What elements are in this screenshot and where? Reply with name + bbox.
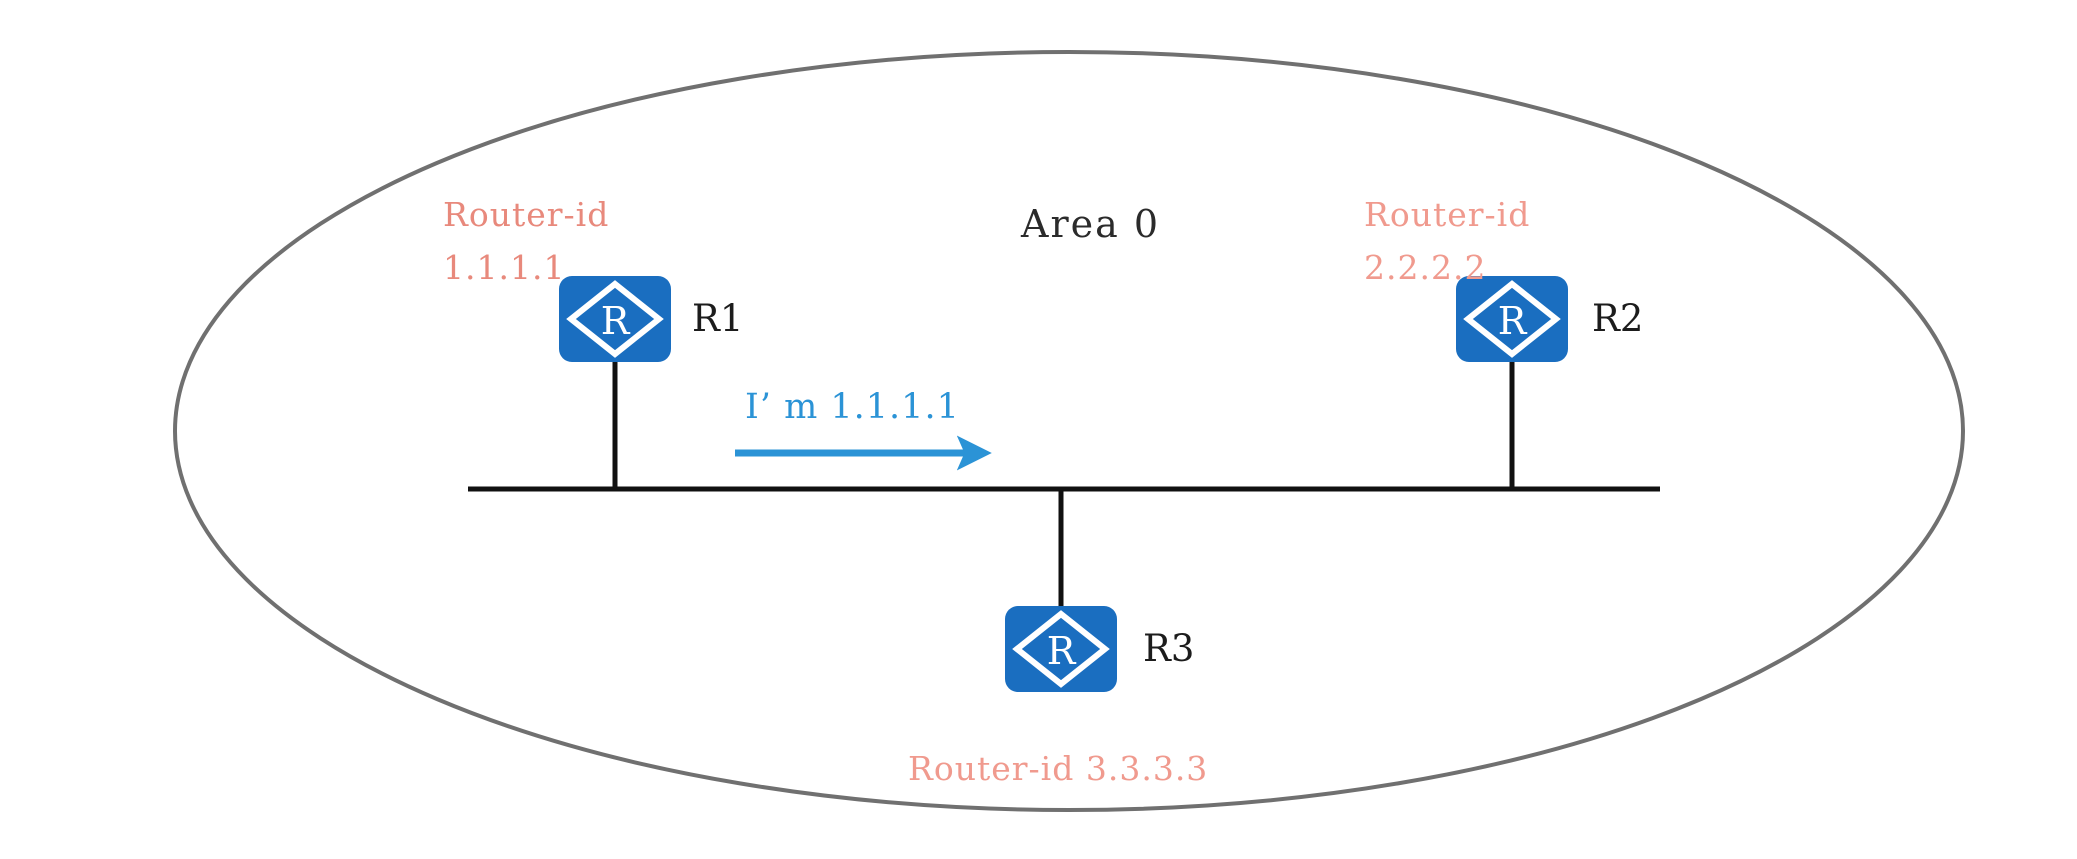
node-label-r1: R1 <box>692 297 744 340</box>
router-id-caption-r1: Router-id <box>443 195 610 234</box>
router-icon-r2[interactable] <box>1456 276 1568 362</box>
node-label-r2: R2 <box>1592 297 1644 340</box>
router-id-value-r2: 2.2.2.2 <box>1364 248 1487 287</box>
node-label-r3: R3 <box>1143 627 1195 670</box>
router-id-caption-r3: Router-id 3.3.3.3 <box>908 749 1209 788</box>
area-label: Area 0 <box>1021 202 1161 246</box>
router-id-caption-r2: Router-id <box>1364 195 1531 234</box>
router-icon-r1[interactable] <box>559 276 671 362</box>
area-boundary-ellipse <box>173 50 1965 812</box>
hello-message-label: I’ m 1.1.1.1 <box>745 387 960 427</box>
router-id-value-r1: 1.1.1.1 <box>443 248 566 287</box>
router-icon-r3[interactable] <box>1005 606 1117 692</box>
